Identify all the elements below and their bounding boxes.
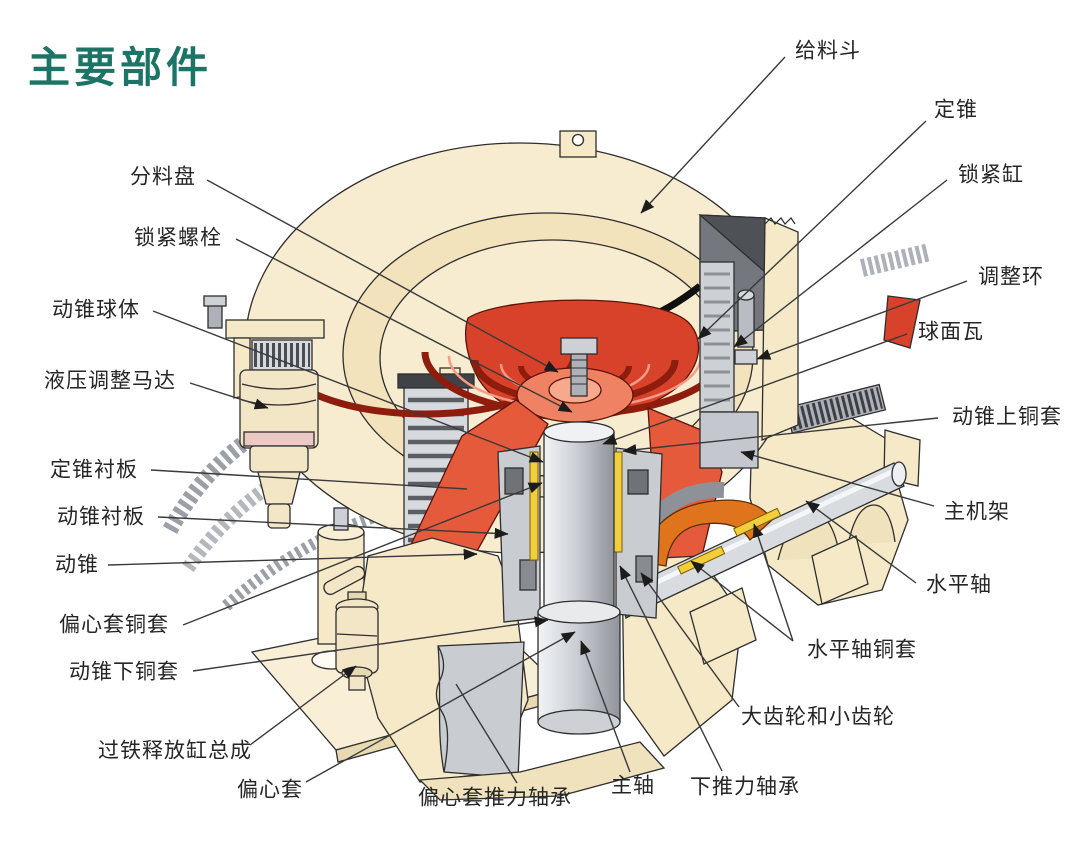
part-label-eccentric-sleeve: 偏心套	[237, 777, 303, 802]
leader-line-mantle-upper-bushing	[622, 417, 939, 456]
part-label-mantle-lower-bushing: 动锥下铜套	[69, 659, 179, 684]
leader-line-eccentric-thrust-bearing	[455, 683, 518, 784]
leader-line-locking-bolt	[235, 238, 573, 413]
leader-line-eccentric-sleeve	[305, 631, 576, 783]
frame-center	[355, 537, 666, 801]
leader-line-distributor-plate	[206, 179, 559, 373]
leader-line-hydraulic-adjustment-motor	[189, 382, 269, 410]
part-label-mantle-liner: 动锥衬板	[57, 504, 145, 529]
leader-line-feed-hopper	[640, 56, 786, 214]
part-label-gear-and-pinion: 大齿轮和小齿轮	[741, 704, 895, 729]
part-label-eccentric-bushing: 偏心套铜套	[59, 612, 169, 637]
leader-line-mantle-ball	[152, 310, 544, 463]
leader-line-eccentric-bushing	[182, 482, 543, 626]
leader-line-adjustment-ring	[756, 280, 968, 360]
leader-line-mantle	[107, 548, 478, 566]
leader-line-tramp-release-cylinder	[249, 665, 357, 746]
leader-line-gear-and-pinion	[640, 572, 740, 708]
hydraulic-motor-part	[203, 295, 325, 529]
main-shaft-part	[537, 337, 621, 735]
leader-line-countershaft-bushing	[752, 523, 794, 642]
part-label-adjustment-ring: 调整环	[978, 264, 1044, 289]
leader-line-mantle-liner	[157, 516, 509, 539]
part-label-locking-cylinder: 锁紧缸	[958, 162, 1024, 187]
part-label-main-frame: 主机架	[944, 499, 1010, 524]
leader-line-spherical-bushing	[602, 333, 908, 445]
part-label-bowl-liner: 定锥衬板	[50, 457, 138, 482]
leader-line-lower-thrust-bearing	[619, 565, 723, 772]
leader-line-countershaft-bushing	[690, 560, 794, 642]
part-label-feed-hopper: 给料斗	[795, 38, 861, 63]
part-label-mantle-upper-bushing: 动锥上铜套	[952, 404, 1062, 429]
part-label-bowl: 定锥	[934, 97, 978, 122]
leader-line-bowl-liner	[150, 469, 468, 490]
leader-line-main-frame	[740, 450, 935, 507]
part-label-tramp-release-cylinder: 过铁释放缸总成	[98, 738, 252, 763]
part-label-mantle: 动锥	[55, 552, 99, 577]
part-label-distributor-plate: 分料盘	[130, 164, 196, 189]
leader-line-countershaft	[805, 500, 917, 584]
part-label-spherical-bushing: 球面瓦	[918, 319, 984, 344]
part-label-hydraulic-adjustment-motor: 液压调整马达	[44, 368, 176, 393]
page-title: 主要部件	[28, 46, 213, 92]
part-label-countershaft-bushing: 水平轴铜套	[807, 637, 917, 662]
leader-line-locking-cylinder	[733, 179, 948, 348]
leader-line-mantle-lower-bushing	[192, 616, 549, 672]
leader-line-bowl	[697, 120, 927, 340]
part-label-main-shaft: 主轴	[611, 773, 655, 798]
part-label-mantle-ball: 动锥球体	[52, 297, 140, 322]
tramp-release-cylinder-part	[323, 565, 379, 691]
part-label-countershaft: 水平轴	[926, 572, 992, 597]
part-label-locking-bolt: 锁紧螺栓	[134, 225, 222, 250]
part-label-lower-thrust-bearing: 下推力轴承	[690, 774, 800, 799]
part-label-eccentric-thrust-bearing: 偏心套推力轴承	[418, 785, 572, 810]
leader-line-main-shaft	[580, 640, 631, 773]
